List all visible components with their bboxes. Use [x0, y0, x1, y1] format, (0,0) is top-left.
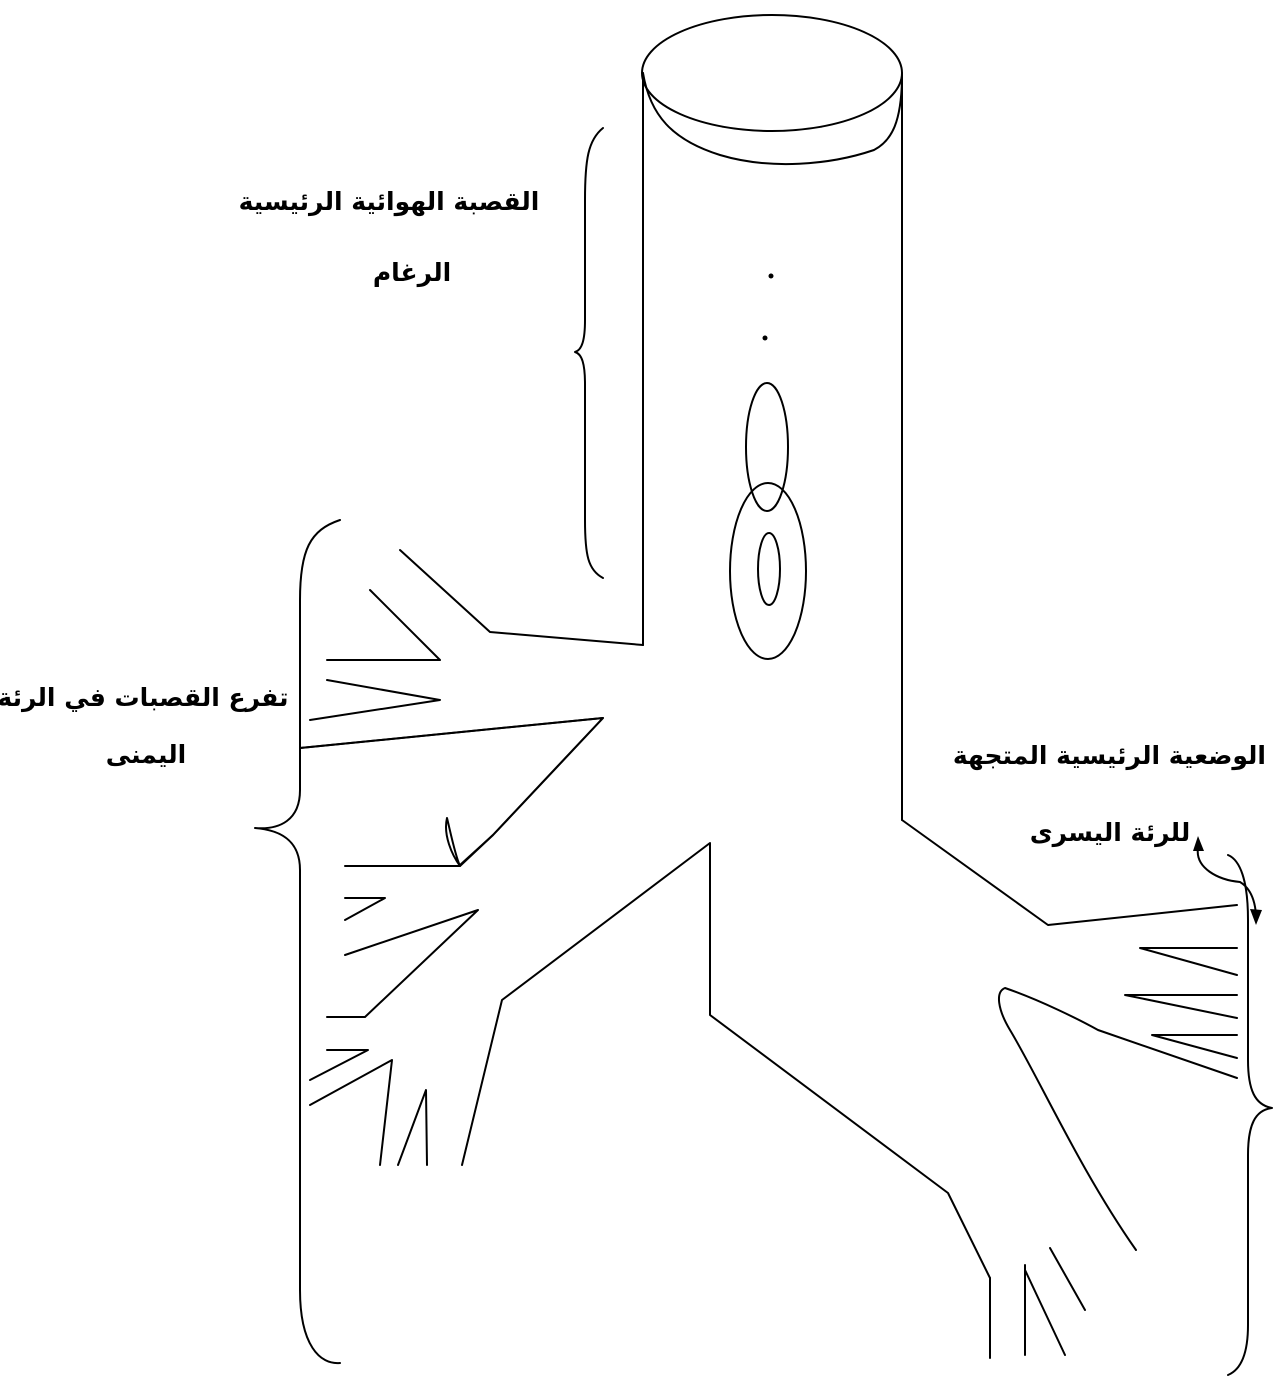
trachea-tube: [643, 73, 902, 820]
right-lung-brace: [255, 520, 340, 1363]
left-lung-label-line2: للرئة اليسرى: [1030, 820, 1190, 845]
lower-oval-inner: [758, 533, 780, 605]
lower-oval-outer: [730, 483, 806, 659]
right-lung-label-line2: اليمنى: [106, 742, 186, 767]
right-lung-branches: [300, 550, 990, 1278]
trachea-top-ring: [642, 15, 902, 164]
double-arrow: [1193, 836, 1262, 925]
dot-mark: [769, 274, 774, 279]
right-lung-label-line1: تفرع القصبات في الرئة: [0, 685, 289, 710]
left-lung-label-line1: الوضعية الرئيسية المتجهة: [953, 743, 1266, 768]
dot-mark: [763, 336, 768, 341]
trachea-brace: [575, 128, 603, 578]
carina-ovals: [730, 383, 806, 659]
trachea-label-line1: القصبة الهوائية الرئيسية: [239, 189, 540, 214]
trachea-label-line2: الرغام: [373, 260, 451, 285]
left-lung-branches: [902, 820, 1237, 1358]
arrow-head-up: [1193, 836, 1204, 851]
arrow-head-down: [1250, 909, 1262, 925]
left-lung-brace: [1228, 855, 1272, 1375]
